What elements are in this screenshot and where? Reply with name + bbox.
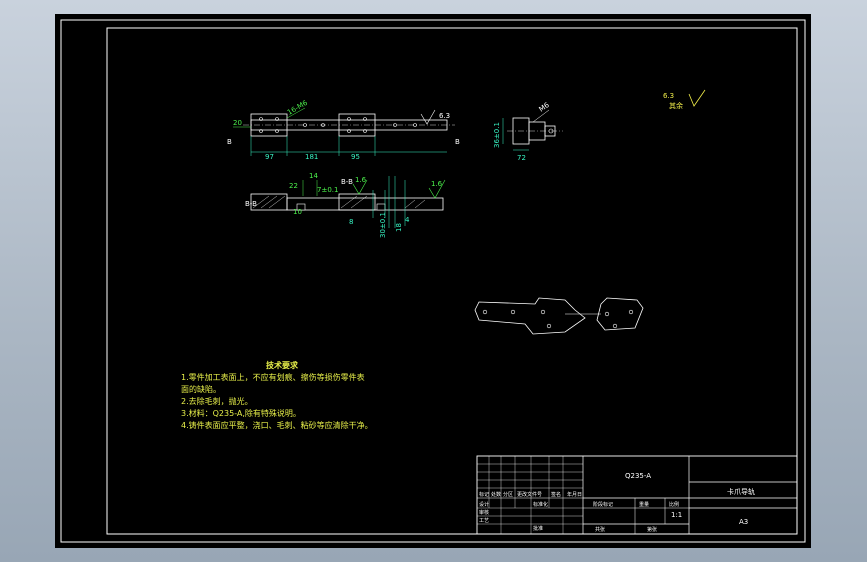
svg-text:标记: 标记 — [479, 491, 489, 498]
tech-req-item: 4.铸件表面应平整，浇口、毛刺、粘砂等应清除干净。 — [181, 421, 373, 430]
svg-text:B-B: B-B — [341, 178, 353, 186]
svg-text:标准化: 标准化 — [533, 501, 548, 508]
svg-text:1.6: 1.6 — [431, 180, 443, 188]
tech-req-item: 2.去除毛刺，抛光。 — [181, 397, 253, 406]
cad-viewport[interactable]: 6.3 其余 97 — [55, 14, 811, 548]
material: Q235-A — [625, 472, 651, 480]
title-block: Q235-A 卡爪导轨 A3 1:1 标记 处数 分区 更改文件号 签名 年月日… — [476, 455, 798, 535]
svg-text:批准: 批准 — [533, 525, 543, 532]
svg-text:22: 22 — [289, 182, 298, 190]
svg-text:10: 10 — [293, 208, 302, 216]
svg-text:签名: 签名 — [551, 491, 561, 498]
svg-text:4: 4 — [405, 216, 410, 224]
svg-text:设计: 设计 — [479, 501, 489, 508]
drawing-sheet: 6.3 其余 97 — [60, 19, 806, 543]
svg-text:72: 72 — [517, 154, 526, 162]
svg-text:B: B — [455, 138, 460, 146]
tech-req-item: 面的缺陷。 — [181, 385, 221, 394]
svg-text:M6: M6 — [538, 101, 552, 114]
svg-text:8: 8 — [349, 218, 353, 226]
svg-text:7±0.1: 7±0.1 — [317, 186, 338, 194]
svg-text:第张: 第张 — [647, 526, 657, 533]
part-name: 卡爪导轨 — [727, 487, 755, 496]
svg-text:95: 95 — [351, 153, 360, 161]
tech-req-title: 技术要求 — [266, 361, 298, 370]
svg-text:B-B: B-B — [245, 200, 257, 208]
svg-text:97: 97 — [265, 153, 274, 161]
svg-text:更改文件号: 更改文件号 — [517, 491, 542, 498]
svg-text:共张: 共张 — [595, 526, 605, 533]
svg-text:18: 18 — [395, 223, 403, 232]
svg-text:工艺: 工艺 — [479, 518, 489, 524]
outer-frame — [60, 19, 806, 543]
svg-text:比例: 比例 — [669, 501, 679, 508]
isometric-view — [474, 297, 644, 335]
tech-req-item: 1.零件加工表面上，不应有划痕、擦伤等损伤零件表 — [181, 373, 365, 382]
front-section-view: B-B 14 22 7±0.1 10 B-B 1.6 8 30±0.1 18 4… — [245, 172, 446, 238]
svg-text:1.6: 1.6 — [355, 176, 367, 184]
inner-frame — [106, 27, 798, 535]
svg-text:阶段标记: 阶段标记 — [593, 501, 613, 508]
svg-text:审核: 审核 — [479, 509, 489, 516]
svg-text:14: 14 — [309, 172, 318, 180]
svg-text:181: 181 — [305, 153, 318, 161]
svg-text:36±0.1: 36±0.1 — [493, 122, 501, 148]
svg-text:处数: 处数 — [491, 491, 501, 498]
svg-text:30±0.1: 30±0.1 — [379, 212, 387, 238]
top-view: 97 181 95 20 16-M6 B B 6.3 — [227, 99, 460, 161]
svg-text:B: B — [227, 138, 232, 146]
svg-text:20: 20 — [233, 119, 242, 127]
tech-req-item: 3.材料：Q235-A,除有特殊说明。 — [181, 409, 301, 418]
svg-text:6.3: 6.3 — [439, 112, 450, 120]
side-view: 72 36±0.1 M6 — [493, 101, 563, 162]
svg-text:其余: 其余 — [669, 101, 683, 110]
rest-roughness-symbol: 6.3 其余 — [663, 89, 706, 110]
technical-requirements: 技术要求 1.零件加工表面上，不应有划痕、擦伤等损伤零件表 面的缺陷。 2.去除… — [181, 360, 481, 432]
sheet-size: A3 — [739, 518, 748, 526]
scale-value: 1:1 — [671, 511, 682, 519]
svg-text:重量: 重量 — [639, 501, 649, 508]
svg-text:分区: 分区 — [503, 491, 513, 498]
svg-text:16-M6: 16-M6 — [286, 99, 309, 117]
svg-text:年月日: 年月日 — [567, 491, 582, 498]
svg-text:6.3: 6.3 — [663, 92, 674, 100]
